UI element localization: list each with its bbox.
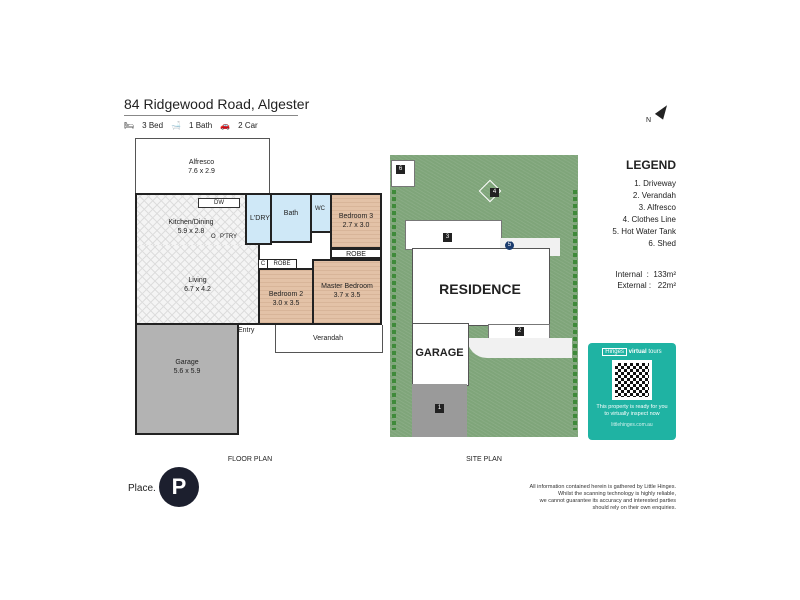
car-icon: 🚗 — [220, 121, 231, 130]
wc-label: WC — [315, 206, 325, 212]
entry-label: Entry — [238, 327, 255, 334]
garage-building — [412, 323, 469, 386]
features-row: 🛏 3 Bed 🛁 1 Bath 🚗 2 Car — [124, 121, 258, 130]
dishwasher: DW — [198, 198, 240, 208]
marker-6: 6 — [396, 165, 405, 174]
alfresco-area — [405, 220, 502, 250]
marker-1: 1 — [435, 404, 444, 413]
alfresco — [135, 138, 270, 195]
hinges-logo: Hinges — [602, 348, 627, 356]
marker-5: 5 — [505, 241, 514, 250]
legend-item: 6. Shed — [648, 239, 676, 248]
car-count: 2 Car — [238, 121, 258, 130]
bed-count: 3 Bed — [142, 121, 164, 130]
legend-title: LEGEND — [625, 158, 676, 172]
north-label: N — [646, 117, 652, 124]
agency-name: Place. — [128, 483, 156, 494]
virtual-tour-card[interactable]: Hinges virtual tours This property is re… — [588, 343, 676, 440]
bath-label: Bath — [283, 210, 299, 217]
oven-label: O — [211, 234, 216, 240]
marker-3: 3 — [443, 233, 452, 242]
disclaimer: All information contained herein is gath… — [529, 484, 676, 511]
verandah-label: Verandah — [313, 335, 343, 342]
external-area: External : 22m² — [617, 281, 676, 290]
legend-item: 4. Clothes Line — [622, 215, 676, 224]
residence-label: RESIDENCE — [439, 281, 521, 297]
path-area — [467, 338, 572, 358]
legend-item: 1. Driveway — [634, 179, 676, 188]
agency-logo: P — [159, 467, 199, 507]
bath — [270, 193, 312, 243]
bath-icon: 🛁 — [171, 121, 182, 130]
hedge-left — [392, 190, 396, 430]
legend-item: 2. Verandah — [632, 191, 676, 200]
site-plan-caption: SITE PLAN — [466, 456, 502, 463]
laundry-label: L'DRY — [250, 215, 270, 222]
verandah — [275, 325, 383, 353]
promo-url[interactable]: littlehinges.com.au — [611, 422, 653, 428]
bedroom-3 — [330, 193, 382, 249]
master-bedroom — [312, 259, 382, 325]
garage — [135, 323, 239, 435]
bed-icon: 🛏 — [124, 121, 135, 130]
kitchen-dining — [135, 193, 247, 247]
legend-item: 3. Alfresco — [638, 203, 676, 212]
tours-label: tours — [648, 349, 662, 355]
floor-plan-caption: FLOOR PLAN — [227, 456, 273, 463]
residence — [412, 248, 550, 326]
property-title: 84 Ridgewood Road, Algester — [124, 96, 310, 112]
virtual-label: virtual — [628, 349, 647, 355]
laundry — [245, 193, 272, 245]
bedroom-2 — [258, 268, 314, 325]
title-divider — [124, 115, 298, 116]
marker-4: 4 — [490, 188, 499, 197]
pantry-label: P'TRY — [220, 234, 238, 240]
garage-site-label: GARAGE — [415, 347, 464, 359]
bath-count: 1 Bath — [189, 121, 213, 130]
promo-text: This property is ready for you to virtua… — [596, 404, 668, 417]
qr-code-icon[interactable] — [612, 360, 652, 400]
internal-area: Internal : 133m² — [615, 270, 676, 279]
living — [135, 245, 260, 325]
marker-2: 2 — [515, 327, 524, 336]
legend-item: 5. Hot Water Tank — [612, 227, 676, 236]
north-arrow-icon — [654, 102, 672, 120]
hedge-right — [573, 190, 577, 430]
robe-master: ROBE — [330, 248, 382, 259]
